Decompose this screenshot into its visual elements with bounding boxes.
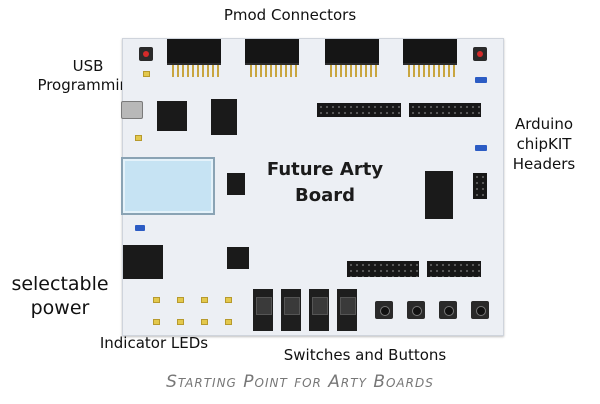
arduino-header-bottom-left [347, 261, 419, 277]
push-button-2 [407, 301, 425, 319]
slide-switch-1 [253, 289, 273, 331]
label-usb-programming: USB Programming [37, 57, 139, 94]
indicator-led-4 [225, 297, 232, 303]
indicator-led-6 [177, 319, 184, 325]
slide-switch-2 [281, 289, 301, 331]
fpga-chip [227, 173, 245, 195]
board-title: Future Arty Board [266, 159, 384, 206]
ethernet-jack [121, 157, 215, 215]
regulator-chip [227, 247, 249, 269]
slide-switch-3 [309, 289, 329, 331]
reset-button-left [139, 47, 153, 61]
arduino-header-bottom-right [427, 261, 481, 277]
arduino-header-top-left [317, 103, 401, 117]
jumper-top-right [475, 77, 487, 83]
reset-button-right [473, 47, 487, 61]
power-jumper [135, 225, 145, 231]
memory-chip [211, 99, 237, 135]
indicator-led-7 [201, 319, 208, 325]
label-pmod-connectors: Pmod Connectors [223, 6, 357, 24]
label-selectable-power: selectable power [11, 273, 109, 319]
spi-chip [425, 171, 453, 219]
slide-switch-4 [337, 289, 357, 331]
pmod-connector-3 [325, 39, 379, 77]
jumper-right [475, 145, 487, 151]
indicator-led-5 [153, 319, 160, 325]
status-led [143, 71, 150, 77]
indicator-led-1 [153, 297, 160, 303]
usb-led [135, 135, 142, 141]
arduino-header-top-right [409, 103, 481, 117]
label-arduino-headers: Arduino chipKIT Headers [512, 115, 576, 173]
indicator-led-8 [225, 319, 232, 325]
usb-bridge-chip [157, 101, 187, 131]
label-indicator-leds: Indicator LEDs [99, 334, 209, 352]
usb-connector [121, 101, 143, 119]
push-button-1 [375, 301, 393, 319]
push-button-4 [471, 301, 489, 319]
indicator-led-2 [177, 297, 184, 303]
figure-caption: Starting Point for Arty Boards [166, 372, 434, 392]
board [121, 38, 504, 336]
pmod-connector-4 [403, 39, 457, 77]
indicator-led-3 [201, 297, 208, 303]
power-jack [123, 245, 163, 279]
push-button-3 [439, 301, 457, 319]
icsp-header [473, 173, 487, 199]
pmod-connector-1 [167, 39, 221, 77]
pmod-connector-2 [245, 39, 299, 77]
label-switches-buttons: Switches and Buttons [283, 346, 447, 364]
